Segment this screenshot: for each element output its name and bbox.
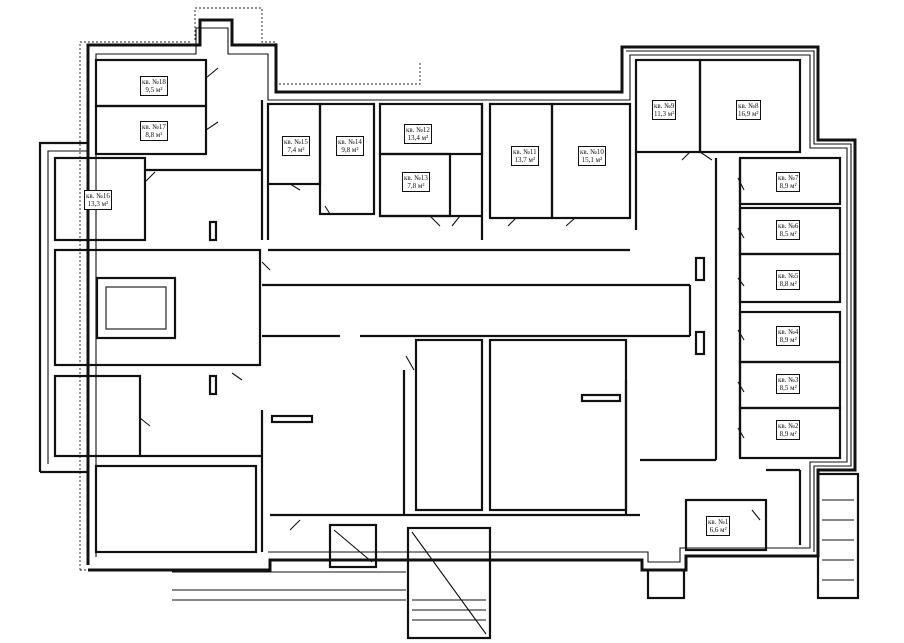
interior-walls xyxy=(53,58,842,554)
doors xyxy=(139,67,761,531)
stairs-bottom xyxy=(172,523,492,640)
outer-wall xyxy=(38,18,857,572)
stairs-right xyxy=(646,472,860,600)
